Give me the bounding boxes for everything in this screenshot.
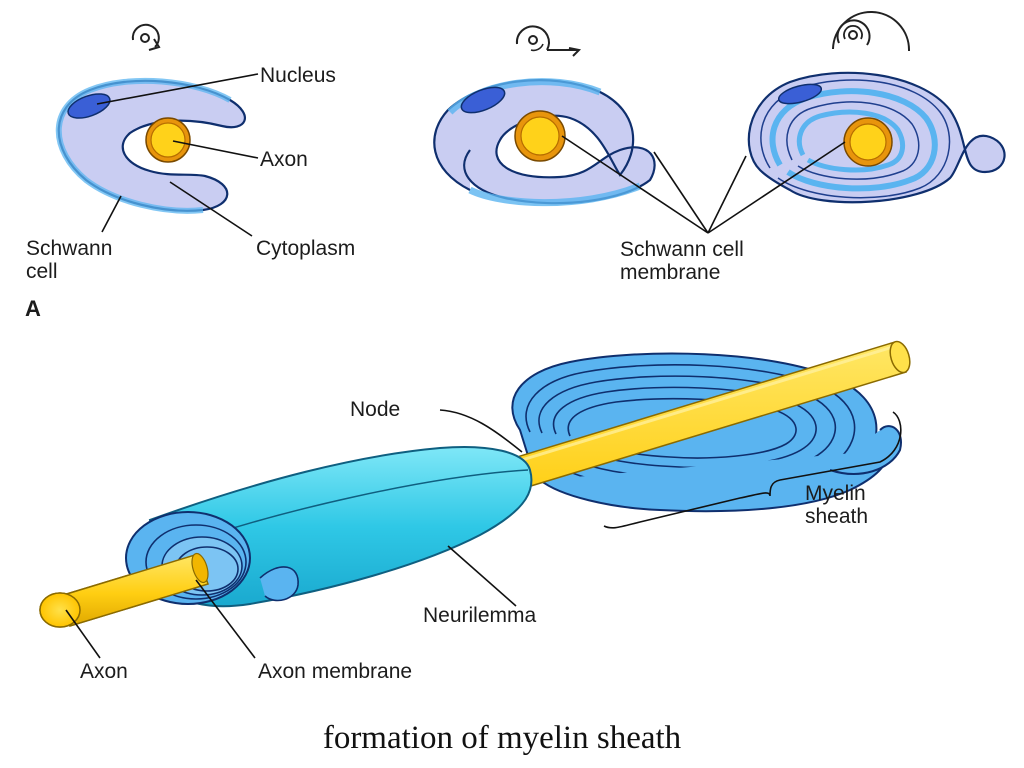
- nucleus: [777, 83, 823, 105]
- label-myelin-sheath-line2: sheath: [805, 505, 868, 528]
- label-cytoplasm: Cytoplasm: [256, 237, 355, 260]
- rotation-arrow-icon-1: [131, 23, 161, 51]
- myelin-bracket: [603, 411, 902, 529]
- label-nucleus: Nucleus: [260, 64, 336, 87]
- nucleus: [67, 93, 111, 119]
- slide-caption: formation of myelin sheath: [323, 720, 682, 756]
- cell-outer-membrane: [55, 77, 232, 214]
- label-neurilemma: Neurilemma: [423, 604, 537, 627]
- schwann-cell-stage-1: [55, 77, 246, 214]
- label-axon-a: Axon: [260, 148, 308, 171]
- panel-b: Node Myelin sheath Neurilemma Axon Axon …: [39, 340, 911, 683]
- neurilemma-cylinder: [39, 445, 533, 628]
- label-schwann-cell-line2: cell: [26, 260, 58, 283]
- label-node: Node: [350, 398, 400, 421]
- nucleus: [460, 86, 506, 114]
- panel-letter-a: A: [25, 296, 41, 321]
- label-schwann-cell-membrane-line2: membrane: [620, 261, 720, 284]
- label-axon-membrane: Axon membrane: [258, 660, 412, 683]
- label-myelin-sheath-line1: Myelin: [805, 482, 866, 505]
- leader-lines-b: [65, 409, 902, 659]
- label-schwann-cell-line1: Schwann: [26, 237, 112, 260]
- label-schwann-cell-membrane-line1: Schwann cell: [620, 238, 744, 261]
- panel-a: Nucleus Axon Schwann cell Cytoplasm Schw…: [25, 11, 1006, 321]
- leader-lines-a: [96, 73, 846, 237]
- label-axon-b: Axon: [80, 660, 128, 683]
- rotation-arrow-icon-3: [832, 11, 911, 52]
- schwann-cell-stage-3: [747, 71, 1006, 204]
- schwann-cell-stage-2: [433, 78, 656, 207]
- rotation-arrow-icon-2: [515, 25, 582, 57]
